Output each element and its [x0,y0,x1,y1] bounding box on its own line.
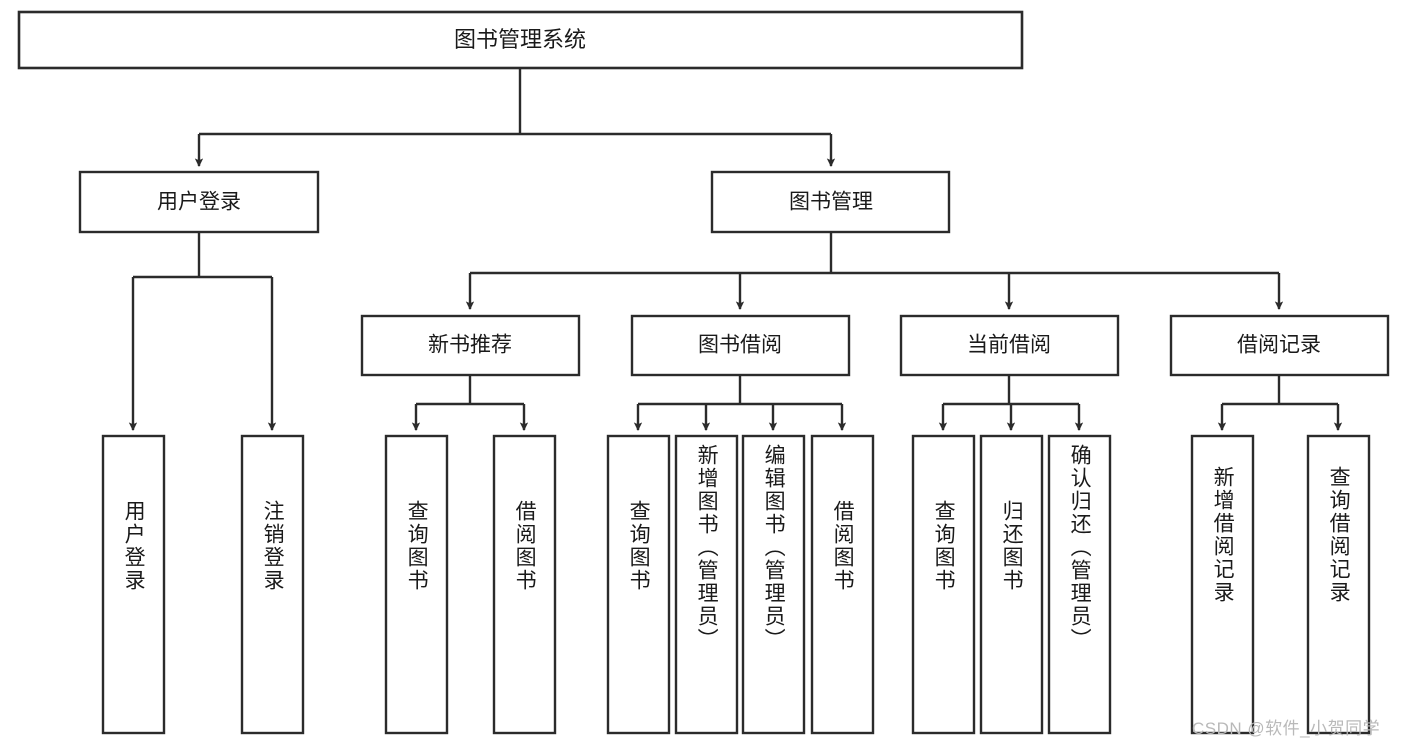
node-user-login[interactable]: 用户登录 [78,170,320,234]
leaf-box-user-login-2[interactable] [240,434,305,735]
leaf-box-book-borrow-4[interactable] [810,434,875,735]
node-label-borrow-record: 借阅记录 [1237,334,1321,357]
leaf-box-current-borrow-3[interactable] [1047,434,1112,735]
node-box-book-borrow [630,314,851,377]
node-book-management-system[interactable]: 图书管理系统 [17,10,1024,70]
node-current-borrow[interactable]: 当前借阅 [899,314,1120,377]
node-box-new-book-recommend [360,314,581,377]
connector-group-book-manage [465,232,1284,311]
node-label-book-management: 图书管理 [789,191,873,214]
node-new-book-recommend[interactable]: 新书推荐 [360,314,581,377]
leaf-box-book-borrow-1[interactable] [606,434,671,735]
node-label-root: 图书管理系统 [454,27,586,52]
node-book-borrow[interactable]: 图书借阅 [630,314,851,377]
leaf-box-borrow-record-1[interactable] [1190,434,1255,735]
node-label-new-book-recommend: 新书推荐 [428,334,512,357]
node-box-user-login [78,170,320,234]
node-borrow-record[interactable]: 借阅记录 [1169,314,1390,377]
node-box-borrow-record [1169,314,1390,377]
connector-group-borrow-record [1217,375,1343,432]
leaf-box-book-borrow-3[interactable] [741,434,806,735]
connector-group-new-book [411,375,529,432]
leaf-box-current-borrow-1[interactable] [911,434,976,735]
leaf-box-user-login-1[interactable] [101,434,166,735]
node-label-current-borrow: 当前借阅 [967,334,1051,357]
connector-group-current-borrow [938,375,1084,432]
watermark: CSDN @软件_小贺同学 [1192,719,1381,738]
node-box-book-management [710,170,951,234]
connector-group-user-login [128,232,277,432]
node-box-root [17,10,1024,70]
node-book-management[interactable]: 图书管理 [710,170,951,234]
connector-group-root [194,68,836,168]
node-label-user-login: 用户登录 [157,191,241,214]
leaf-box-book-borrow-2[interactable] [674,434,739,735]
leaf-box-new-book-2[interactable] [492,434,557,735]
leaf-box-group [101,434,1371,735]
leaf-box-new-book-1[interactable] [384,434,449,735]
node-label-book-borrow: 图书借阅 [698,334,782,357]
leaf-box-current-borrow-2[interactable] [979,434,1044,735]
leaf-box-borrow-record-2[interactable] [1306,434,1371,735]
node-box-current-borrow [899,314,1120,377]
connector-group-book-borrow [633,375,847,432]
